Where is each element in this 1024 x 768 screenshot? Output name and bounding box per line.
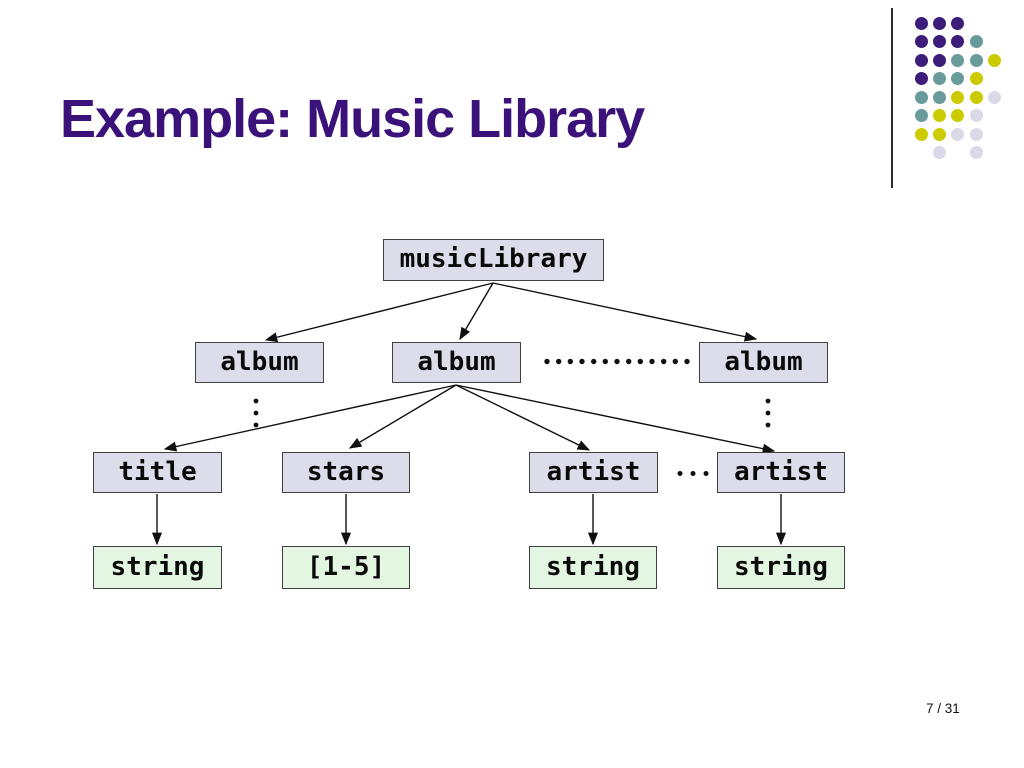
deco-dot — [932, 16, 946, 30]
page-number: 7 / 31 — [926, 701, 960, 716]
deco-dot — [932, 53, 946, 67]
node-string-1: string — [93, 546, 222, 589]
deco-dot — [932, 90, 946, 104]
deco-dot — [914, 127, 928, 141]
deco-dot — [969, 72, 983, 85]
node-album-1: album — [195, 342, 324, 383]
deco-dot — [969, 35, 983, 48]
ellipsis-album-row — [544, 358, 690, 365]
node-album-2: album — [392, 342, 521, 383]
deco-dot — [932, 127, 946, 141]
ellipsis-below-album-3 — [765, 398, 771, 428]
node-album-3: album — [699, 342, 828, 383]
deco-dot — [988, 90, 1002, 104]
node-artist-1: artist — [529, 452, 658, 493]
deco-dot — [932, 109, 946, 122]
deco-dot — [914, 109, 928, 122]
deco-dot — [914, 16, 928, 30]
deco-dot — [932, 35, 946, 48]
ellipsis-artist-row — [677, 471, 709, 476]
ellipsis-below-album-1 — [253, 398, 259, 428]
deco-dot — [951, 72, 965, 85]
deco-dot — [951, 16, 965, 30]
deco-dot — [969, 109, 983, 122]
deco-dot — [951, 35, 965, 48]
deco-dot — [914, 72, 928, 85]
deco-dot — [951, 127, 965, 141]
divider-line — [891, 8, 893, 188]
deco-dot — [951, 90, 965, 104]
edges-album-to-children — [163, 384, 776, 454]
deco-dot — [932, 146, 946, 159]
node-string-2: string — [529, 546, 657, 589]
node-rating-range: [1-5] — [282, 546, 410, 589]
node-artist-2: artist — [717, 452, 845, 493]
deco-dot — [914, 53, 928, 67]
deco-dot — [969, 127, 983, 141]
deco-dot — [969, 53, 983, 67]
deco-dot — [914, 90, 928, 104]
edges-root-to-albums — [264, 282, 758, 343]
deco-dot — [951, 53, 965, 67]
node-string-3: string — [717, 546, 845, 589]
deco-dot — [932, 72, 946, 85]
deco-dot — [988, 53, 1002, 67]
deco-dot — [969, 90, 983, 104]
edges-to-leaves — [151, 494, 787, 546]
deco-dot — [969, 146, 983, 159]
node-musiclibrary: musicLibrary — [383, 239, 604, 281]
slide-title: Example: Music Library — [60, 89, 645, 149]
node-title: title — [93, 452, 222, 493]
deco-dot — [914, 35, 928, 48]
node-stars: stars — [282, 452, 410, 493]
deco-dot — [951, 109, 965, 122]
